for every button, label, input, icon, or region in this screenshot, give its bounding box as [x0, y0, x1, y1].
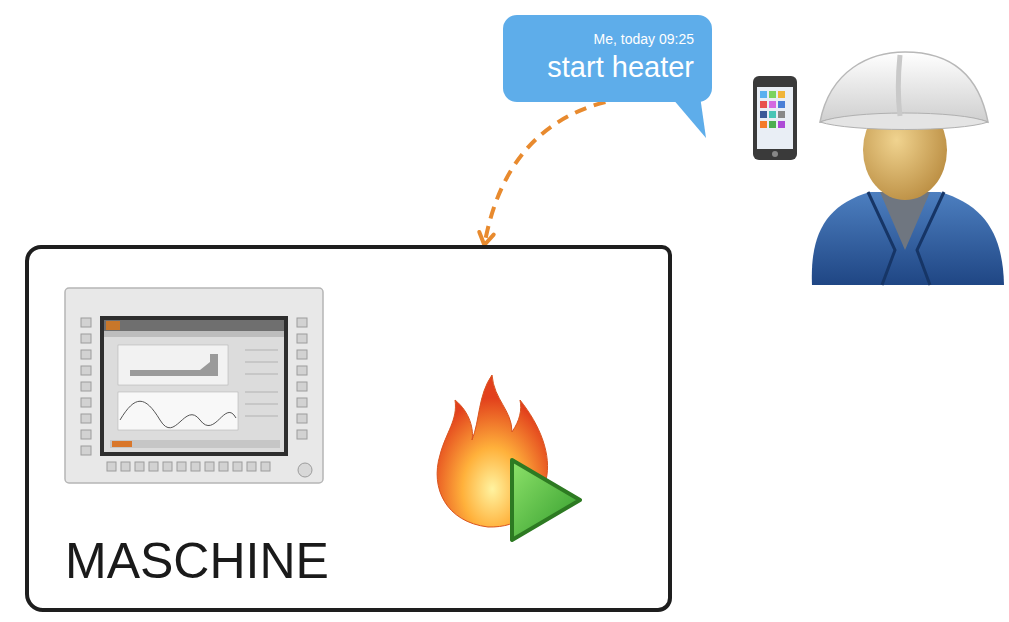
dashed-line — [484, 102, 605, 245]
worker-figure — [812, 52, 1004, 285]
start-icon — [512, 460, 580, 540]
hmi-panel — [65, 288, 323, 483]
message-text: start heater — [547, 51, 694, 84]
phone-icon — [753, 76, 797, 160]
message-meta: Me, today 09:25 — [594, 31, 694, 47]
machine-label: MASCHINE — [65, 532, 329, 590]
arrow-head — [479, 232, 493, 245]
machine-box: MASCHINE — [25, 245, 672, 612]
command-arrow — [479, 102, 605, 245]
bubble-tail — [672, 96, 706, 138]
speech-bubble: Me, today 09:25 start heater — [503, 15, 712, 102]
